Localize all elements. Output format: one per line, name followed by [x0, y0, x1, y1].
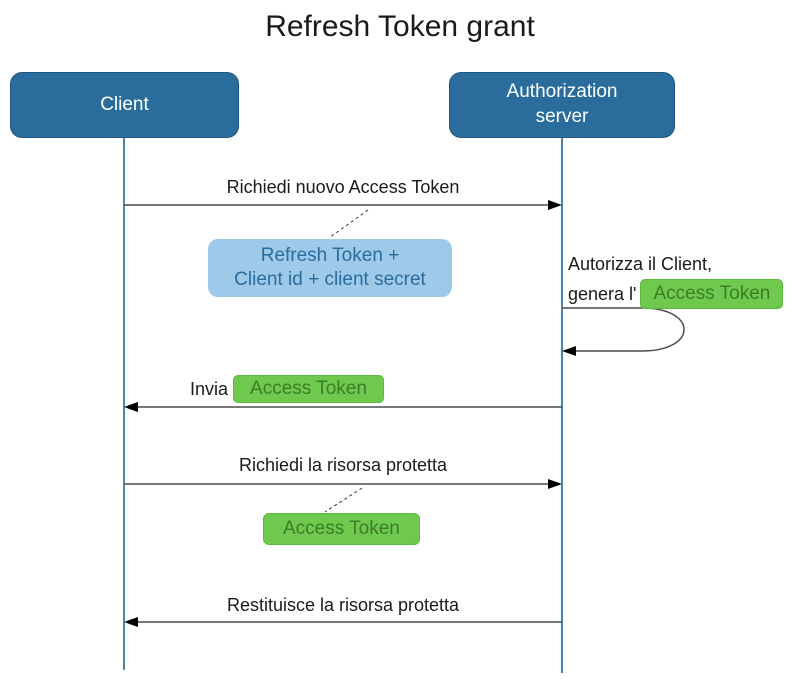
self-message-authorize-client: Autorizza il Client, genera l' Access To…: [568, 251, 784, 309]
access-token-badge-send: Access Token: [233, 375, 384, 403]
message-send-token-prefix: Invia: [190, 378, 229, 399]
message-request-new-token-label: Richiedi nuovo Access Token: [226, 177, 460, 197]
actor-client: Client: [10, 72, 239, 138]
arrow-send-token-head: [124, 402, 138, 412]
self-message-line-1: Autorizza il Client,: [568, 254, 713, 274]
note-refresh-token-credentials: Refresh Token + Client id + client secre…: [208, 239, 452, 297]
self-message-line-2-prefix: genera l': [568, 284, 637, 304]
message-return-resource-label: Restituisce la risorsa protetta: [226, 595, 460, 615]
arrow-request-new-token-head: [548, 200, 562, 210]
access-token-badge-request: Access Token: [263, 513, 420, 545]
diagram-title: Refresh Token grant: [265, 10, 535, 43]
arrow-return-resource-head: [124, 617, 138, 627]
note-line-1: Refresh Token +: [260, 245, 400, 266]
actor-client-label: Client: [100, 94, 149, 115]
self-message-loop-line: [562, 307, 685, 352]
message-request-resource-label: Richiedi la risorsa protetta: [238, 455, 448, 475]
arrow-request-resource-head: [548, 479, 562, 489]
access-token-badge-self: Access Token: [640, 279, 784, 309]
actor-authorization-server-label: Authorization server: [506, 81, 618, 127]
self-message-loop-head: [562, 346, 576, 356]
badge-connector-dashed-line: [324, 487, 363, 513]
note-line-2: Client id + client secret: [234, 269, 426, 290]
actor-authorization-server: Authorization server: [449, 72, 675, 138]
message-send-token: Invia Access Token: [190, 375, 384, 403]
note-connector-dashed-line: [328, 209, 369, 239]
